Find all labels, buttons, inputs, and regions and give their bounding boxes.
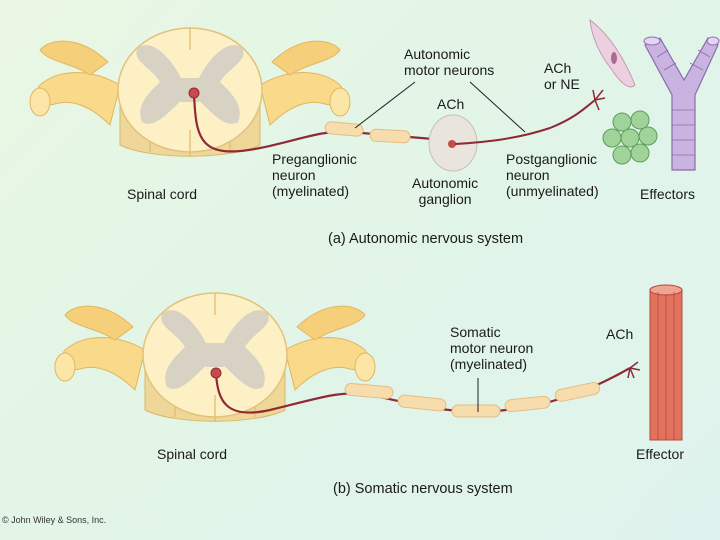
spinal-cord-b <box>54 292 376 422</box>
caption-a: (a) Autonomic nervous system <box>328 231 524 247</box>
preganglionic-cell-body <box>188 87 200 99</box>
postganglionic-axon <box>454 99 596 145</box>
ach-or-ne-label: ACh or NE <box>544 60 580 92</box>
terminal-branches-b <box>627 361 641 379</box>
somatic-neuron-label: Somatic motor neuron (myelinated) <box>450 324 534 372</box>
myelin-sheath-b <box>344 381 601 418</box>
autonomic-motor-neurons-label: Autonomic motor neurons <box>404 46 495 78</box>
postganglionic-label: Postganglionic neuron (unmyelinated) <box>506 151 599 199</box>
ganglion-label: Autonomic ganglion <box>412 175 479 207</box>
caption-b: (b) Somatic nervous system <box>333 481 513 497</box>
skeletal-muscle-fiber <box>649 284 683 441</box>
effectors-label: Effectors <box>640 186 695 202</box>
spinal-cord-label-b: Spinal cord <box>157 446 228 462</box>
preganglionic-label: Preganglionic neuron (myelinated) <box>272 151 357 199</box>
leader-lines-a <box>354 81 526 133</box>
copyright-text: © John Wiley & Sons, Inc. <box>2 515 107 525</box>
effector-label: Effector <box>636 446 684 462</box>
ach-ganglion-label: ACh <box>437 96 465 112</box>
spinal-cord-label-a: Spinal cord <box>127 186 198 202</box>
ganglion-synapse <box>448 140 456 148</box>
gland-cells <box>602 110 658 165</box>
myelin-sheath-a <box>324 121 411 144</box>
blood-vessel <box>643 36 720 171</box>
somatic-cell-body <box>210 367 222 379</box>
terminal-branches-a <box>592 89 606 111</box>
ach-label-b: ACh <box>606 326 634 342</box>
